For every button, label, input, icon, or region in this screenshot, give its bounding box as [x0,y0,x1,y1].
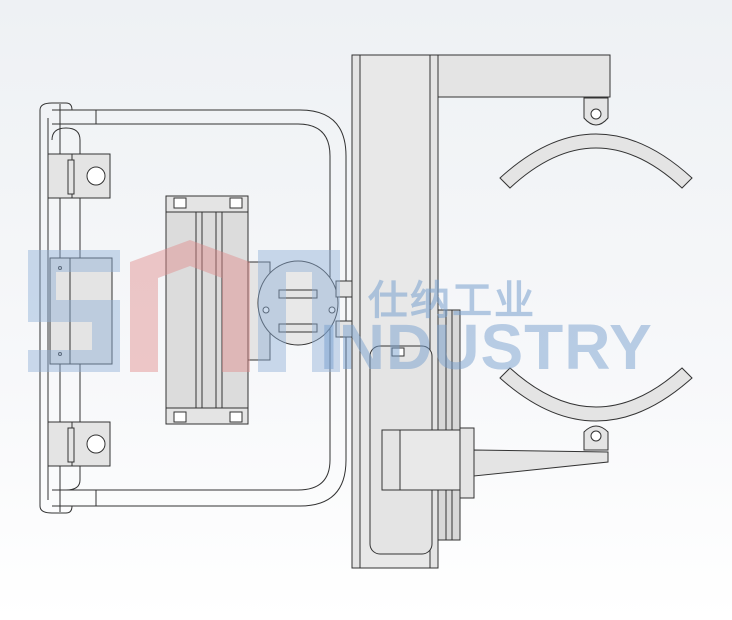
watermark-chinese-text: 仕纳工业 [368,279,536,323]
watermark-english-text: INDUSTRY [320,311,653,383]
watermark-logo [28,240,340,372]
side-box [49,257,113,365]
clamp-arms [499,97,693,451]
bracket-top [47,153,111,199]
bracket-bottom [47,421,111,467]
lower-carriage [369,345,609,555]
center-slide [165,195,271,425]
rotary-disc [257,260,355,346]
